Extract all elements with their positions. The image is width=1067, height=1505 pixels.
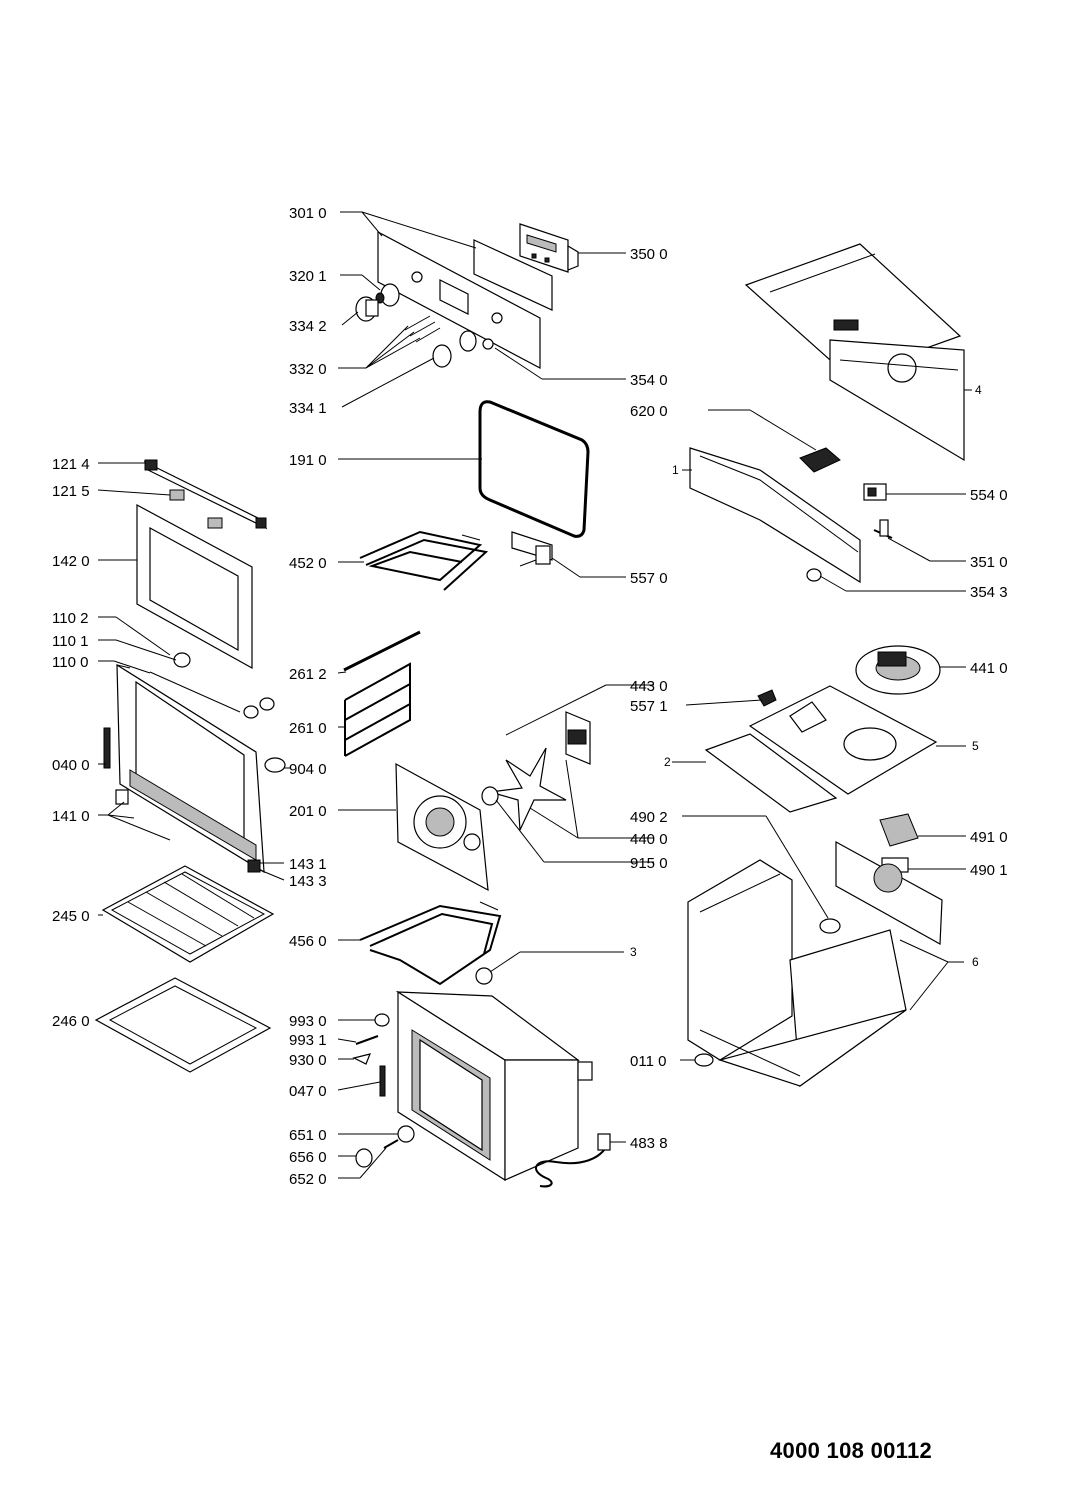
lamp-parts-651-656-652 — [355, 1125, 415, 1168]
door-cap-904 — [264, 757, 286, 773]
callout-label: 354 0 — [630, 372, 668, 389]
callout-label: 456 0 — [289, 933, 327, 950]
oven-door-part — [103, 663, 265, 874]
callout-label: 261 2 — [289, 666, 327, 683]
callout-label: 121 5 — [52, 483, 90, 500]
spring-parts-332 — [404, 315, 441, 343]
bracket-assembly-1 — [689, 447, 861, 584]
callout-label: 142 0 — [52, 553, 90, 570]
callout-label: 110 0 — [52, 654, 88, 671]
callout-label: 110 1 — [52, 633, 88, 650]
callout-label: 483 8 — [630, 1135, 668, 1152]
callout-label: 320 1 — [289, 268, 327, 285]
foot-part-011 — [694, 1053, 714, 1067]
callout-label: 651 0 — [289, 1127, 327, 1144]
tangential-fan-part — [855, 645, 941, 695]
callout-label: 040 0 — [52, 757, 90, 774]
oven-rack-part — [101, 865, 275, 963]
baking-tray-part — [94, 977, 272, 1073]
callout-label: 350 0 — [630, 246, 668, 263]
runner-part-261-2 — [343, 630, 421, 672]
group-label: 2 — [664, 755, 671, 769]
callout-label: 490 1 — [970, 862, 1008, 879]
callout-label: 121 4 — [52, 456, 90, 473]
callout-label: 554 0 — [970, 487, 1008, 504]
callout-label: 440 0 — [630, 831, 668, 848]
callout-label: 351 0 — [970, 554, 1008, 571]
callout-label: 443 0 — [630, 678, 668, 695]
thermostat-part — [511, 531, 553, 567]
callout-label: 652 0 — [289, 1171, 327, 1188]
callout-label: 491 0 — [970, 829, 1008, 846]
knob-part-320 — [375, 283, 400, 307]
callout-label: 191 0 — [289, 452, 327, 469]
callout-label: 452 0 — [289, 555, 327, 572]
callout-label: 143 3 — [289, 873, 327, 890]
deflector-assembly-2 — [704, 733, 838, 813]
filter-part-620 — [799, 447, 841, 473]
callout-label: 301 0 — [289, 205, 327, 222]
door-gasket-part — [478, 400, 590, 538]
lamp-cover-part — [475, 967, 493, 985]
knob-part-334-1 — [432, 330, 477, 368]
control-panel-part — [377, 231, 553, 369]
cooling-plate-assembly-5 — [748, 685, 938, 795]
callout-label: 201 0 — [289, 803, 327, 820]
callout-label: 110 2 — [52, 610, 88, 627]
callout-label: 904 0 — [289, 761, 327, 778]
callout-label: 141 0 — [52, 808, 90, 825]
inner-glass-part — [136, 503, 253, 670]
electronic-module-part — [519, 223, 579, 273]
group-label: 1 — [672, 463, 679, 477]
callout-label: 930 0 — [289, 1052, 327, 1069]
callout-labels: 301 0 350 0 320 1 334 2 332 0 354 0 334 … — [52, 205, 1008, 1188]
group-label: 4 — [975, 383, 982, 397]
group-label: 3 — [630, 945, 637, 959]
top-panel-assembly-4 — [744, 243, 965, 462]
door-top-profile-part — [143, 459, 268, 530]
callout-label: 557 0 — [630, 570, 668, 587]
small-parts-993-930-047 — [352, 1013, 390, 1097]
callout-label: 557 1 — [630, 698, 668, 715]
document-number: 4000 108 00112 — [770, 1438, 933, 1463]
callout-label: 245 0 — [52, 908, 90, 925]
callout-label: 334 2 — [289, 318, 327, 335]
switch-part-554 — [863, 483, 887, 501]
terminal-block-491 — [879, 813, 919, 847]
callout-label: 993 1 — [289, 1032, 327, 1049]
callout-label: 334 1 — [289, 400, 327, 417]
grill-element-part — [359, 530, 489, 591]
callout-label: 915 0 — [630, 855, 668, 872]
group-label: 6 — [972, 955, 979, 969]
callout-label: 441 0 — [970, 660, 1008, 677]
callout-label: 332 0 — [289, 361, 327, 378]
leader-lines — [97, 211, 972, 1179]
thermostat-part-557-1 — [757, 689, 777, 707]
circular-heating-element-part — [359, 901, 502, 986]
sensor-part-351 — [873, 519, 893, 539]
callout-label: 490 2 — [630, 809, 668, 826]
nut-part-915 — [481, 786, 499, 806]
housing-assembly-6 — [687, 840, 943, 1088]
callout-label: 011 0 — [630, 1053, 666, 1070]
cap-part-354-3 — [806, 568, 822, 582]
callout-label: 261 0 — [289, 720, 327, 737]
callout-label: 047 0 — [289, 1083, 327, 1100]
fan-motor-part — [565, 711, 591, 765]
callout-label: 620 0 — [630, 403, 668, 420]
side-racks-261-0 — [344, 662, 411, 757]
callout-label: 246 0 — [52, 1013, 90, 1030]
callout-label: 656 0 — [289, 1149, 327, 1166]
callout-label: 354 3 — [970, 584, 1008, 601]
callout-label: 993 0 — [289, 1013, 327, 1030]
fan-blade-part — [489, 747, 567, 831]
knob-part-334-2 — [355, 296, 379, 322]
group-label: 5 — [972, 739, 979, 753]
callout-label: 143 1 — [289, 856, 327, 873]
oven-cavity-part — [395, 990, 593, 1182]
fan-cover-part — [395, 762, 489, 892]
glass-pads-110 — [149, 652, 275, 719]
